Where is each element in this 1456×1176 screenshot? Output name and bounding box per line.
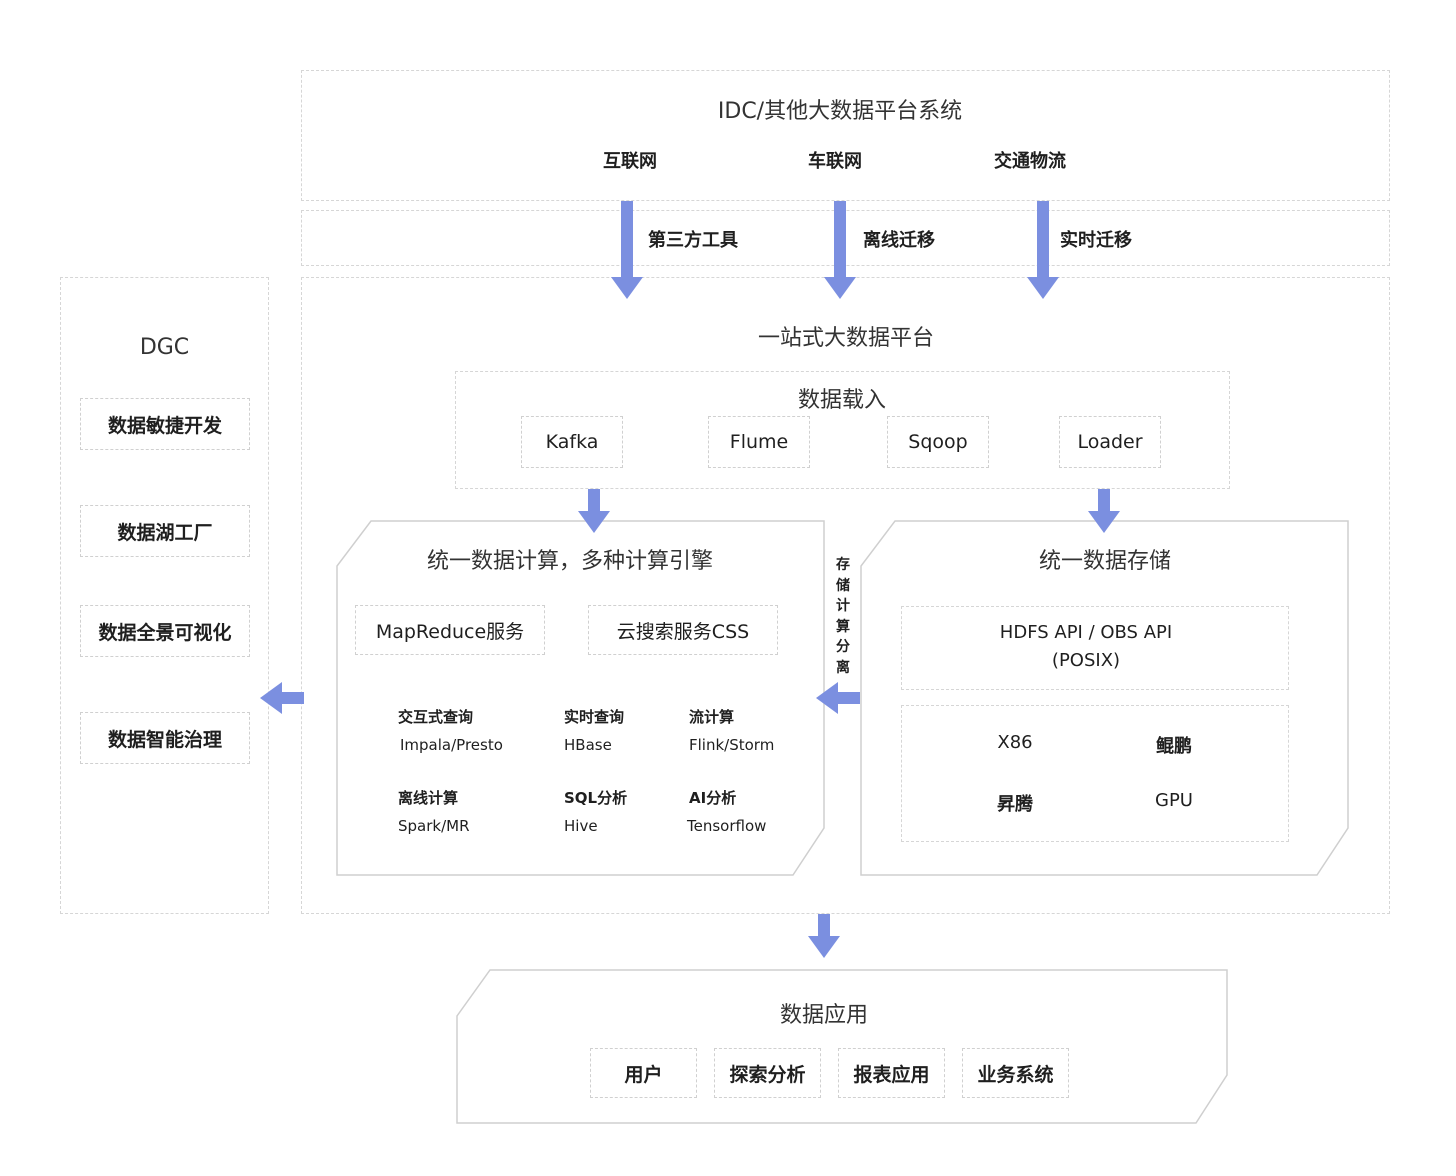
- storage-panel-shape: [860, 520, 1349, 876]
- application-item-report: 报表应用: [838, 1048, 945, 1098]
- source-internet: 互联网: [603, 151, 657, 172]
- engine-sql-tech: Hive: [564, 817, 598, 835]
- application-item-exploration: 探索分析: [714, 1048, 821, 1098]
- separation-char: 离: [836, 659, 850, 676]
- ingest-tool-loader: Loader: [1059, 416, 1161, 468]
- ingest-panel: [455, 371, 1230, 489]
- source-systems-title: IDC/其他大数据平台系统: [717, 99, 963, 124]
- source-systems-panel: [301, 70, 1390, 201]
- arrow-down-icon: [1088, 489, 1120, 533]
- platform-title: 一站式大数据平台: [757, 326, 934, 351]
- arrow-left-icon: [260, 682, 304, 714]
- dgc-title: DGC: [139, 335, 190, 360]
- dgc-item-lake-factory: 数据湖工厂: [80, 505, 250, 557]
- source-logistics: 交通物流: [994, 151, 1066, 172]
- separation-char: 算: [836, 618, 850, 635]
- dgc-panel: [60, 277, 269, 914]
- storage-title: 统一数据存储: [1038, 549, 1171, 574]
- arrow-left-icon: [816, 682, 860, 714]
- engine-offline-tech: Spark/MR: [398, 817, 470, 835]
- migration-offline: 离线迁移: [863, 230, 935, 251]
- storage-api-line2: (POSIX): [1051, 650, 1121, 671]
- arrow-down-icon: [611, 201, 643, 299]
- engine-ai-name: AI分析: [689, 789, 737, 807]
- separation-char: 存: [836, 557, 850, 573]
- arrow-down-icon: [1027, 201, 1059, 299]
- engine-offline-name: 离线计算: [398, 789, 459, 807]
- storage-hardware-box: [901, 705, 1289, 842]
- storage-api-box: [901, 606, 1289, 690]
- separation-char: 储: [836, 577, 850, 594]
- separation-char: 计: [836, 598, 850, 614]
- dgc-item-governance: 数据智能治理: [80, 712, 250, 764]
- storage-api-line1: HDFS API / OBS API: [999, 622, 1173, 643]
- dgc-item-agile-dev: 数据敏捷开发: [80, 398, 250, 450]
- ingest-tool-kafka: Kafka: [521, 416, 623, 468]
- compute-service-mapreduce: MapReduce服务: [355, 605, 545, 655]
- engine-realtime-tech: HBase: [564, 736, 612, 754]
- arrow-down-icon: [578, 489, 610, 533]
- separation-label: 存 储 计 算 分 离: [833, 555, 853, 678]
- dgc-item-visualization: 数据全景可视化: [80, 605, 250, 657]
- arrow-down-icon: [824, 201, 856, 299]
- compute-service-css: 云搜索服务CSS: [588, 605, 778, 655]
- application-item-user: 用户: [590, 1048, 697, 1098]
- hardware-x86: X86: [997, 732, 1033, 753]
- engine-interactive-tech: Impala/Presto: [400, 736, 503, 754]
- application-item-business: 业务系统: [962, 1048, 1069, 1098]
- migration-third-party: 第三方工具: [648, 230, 738, 251]
- ingest-tool-sqoop: Sqoop: [887, 416, 989, 468]
- ingest-tool-flume: Flume: [708, 416, 810, 468]
- application-title: 数据应用: [779, 1003, 868, 1028]
- engine-stream-name: 流计算: [689, 708, 735, 726]
- engine-realtime-name: 实时查询: [564, 708, 625, 726]
- ingest-title: 数据载入: [797, 388, 886, 413]
- source-iov: 车联网: [808, 151, 862, 172]
- hardware-ascend: 昇腾: [997, 794, 1033, 815]
- engine-sql-name: SQL分析: [564, 789, 628, 807]
- compute-title: 统一数据计算，多种计算引擎: [426, 549, 713, 574]
- engine-stream-tech: Flink/Storm: [689, 736, 775, 754]
- hardware-kunpeng: 鲲鹏: [1156, 736, 1192, 757]
- separation-char: 分: [836, 639, 850, 655]
- hardware-gpu: GPU: [1155, 790, 1193, 811]
- arrow-down-icon: [808, 914, 840, 958]
- migration-realtime: 实时迁移: [1060, 230, 1132, 251]
- engine-interactive-name: 交互式查询: [398, 708, 474, 726]
- engine-ai-tech: Tensorflow: [687, 817, 767, 835]
